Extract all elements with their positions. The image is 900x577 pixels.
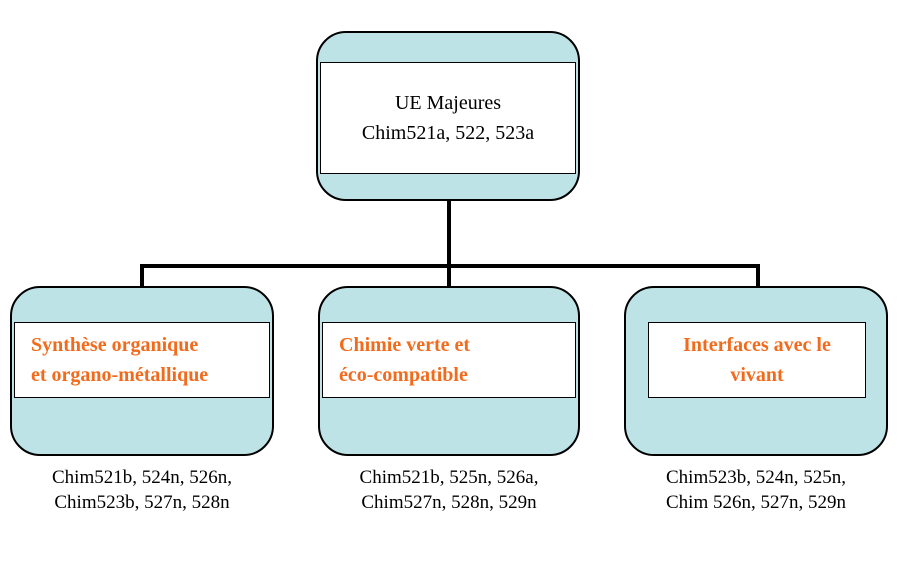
branch-node-label-box-chimie-verte: Chimie verte et éco-compatible: [322, 322, 576, 398]
branch-title-line: et organo-métallique: [31, 364, 209, 386]
branch-courses-synthese: Chim521b, 524n, 526n, Chim523b, 527n, 52…: [10, 465, 274, 515]
courses-line: Chim521b, 524n, 526n,: [52, 467, 232, 488]
branch-title-line: Synthèse organique: [31, 334, 199, 356]
branch-node-label-box-interfaces: Interfaces avec le vivant: [648, 322, 866, 398]
courses-line: Chim527n, 528n, 529n: [361, 492, 537, 513]
branch-title-line: Interfaces avec le: [683, 334, 831, 356]
courses-line: Chim523b, 527n, 528n: [54, 492, 230, 513]
top-node-title: UE Majeures: [394, 92, 502, 114]
branch-title-line: vivant: [730, 364, 784, 386]
courses-line: Chim 526n, 527n, 529n: [666, 492, 846, 513]
branch-courses-interfaces: Chim523b, 524n, 525n, Chim 526n, 527n, 5…: [624, 465, 888, 515]
top-node-label-box: UE Majeures Chim521a, 522, 523a: [320, 62, 576, 174]
courses-line: Chim523b, 524n, 525n,: [666, 467, 846, 488]
branch-node-box-synthese: Synthèse organique et organo-métallique: [10, 286, 274, 456]
branch-node-label-box-synthese: Synthèse organique et organo-métallique: [14, 322, 270, 398]
branch-node-box-interfaces: Interfaces avec le vivant: [624, 286, 888, 456]
branch-courses-chimie-verte: Chim521b, 525n, 526a, Chim527n, 528n, 52…: [318, 465, 580, 515]
courses-line: Chim521b, 525n, 526a,: [359, 467, 539, 488]
branch-title-line: éco-compatible: [339, 364, 468, 386]
top-node-subtitle: Chim521a, 522, 523a: [361, 122, 535, 144]
branch-node-box-chimie-verte: Chimie verte et éco-compatible: [318, 286, 580, 456]
branch-title-line: Chimie verte et: [339, 334, 471, 356]
top-node-box: UE Majeures Chim521a, 522, 523a: [316, 31, 580, 201]
